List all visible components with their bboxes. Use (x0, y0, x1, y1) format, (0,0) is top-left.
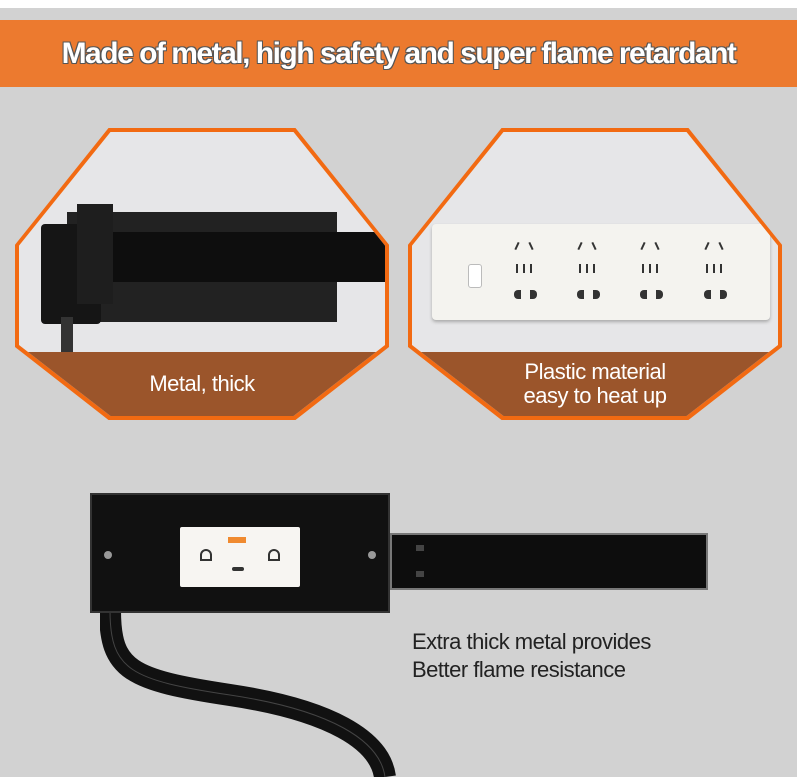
socket-icon (512, 238, 552, 308)
metal-comparison-panel: Metal, thick (15, 128, 389, 420)
label-line: easy to heat up (523, 383, 667, 408)
us-outlet-icon (180, 527, 300, 587)
panel-label: Plastic material easy to heat up (412, 352, 778, 416)
socket-icon (638, 238, 678, 308)
socket-icon (575, 238, 615, 308)
screw-icon (368, 551, 376, 559)
label-line: Plastic material (524, 359, 666, 384)
banner-title: Made of metal, high safety and super fla… (61, 36, 737, 70)
title-banner: Made of metal, high safety and super fla… (0, 20, 797, 87)
metal-slide-rail (390, 533, 708, 590)
socket-icon (702, 238, 742, 308)
description-line: Extra thick metal provides (412, 629, 651, 654)
plastic-comparison-panel: Plastic material easy to heat up (408, 128, 782, 420)
label-line: Metal, thick (149, 371, 255, 396)
power-strip-photo (432, 224, 770, 320)
screw-icon (104, 551, 112, 559)
metal-socket-product (90, 493, 390, 613)
feature-description: Extra thick metal provides Better flame … (412, 628, 651, 684)
top-strip (0, 0, 797, 8)
description-line: Better flame resistance (412, 657, 626, 682)
power-cable (100, 610, 396, 777)
switch-icon (468, 264, 482, 288)
panel-label: Metal, thick (19, 352, 385, 416)
